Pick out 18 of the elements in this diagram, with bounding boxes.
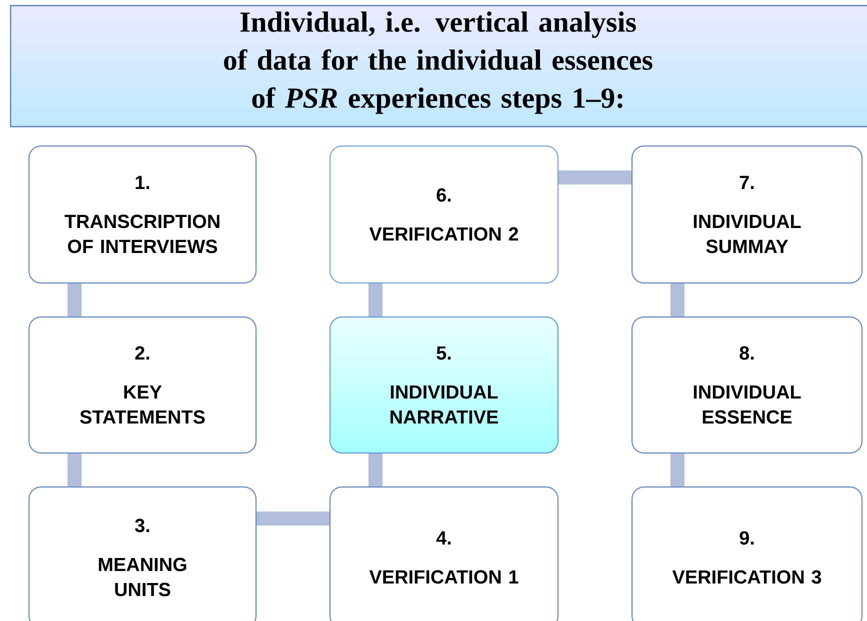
step-box: 5. INDIVIDUAL NARRATIVE <box>330 316 558 454</box>
connector-bar <box>68 284 82 316</box>
connector-bar <box>558 170 632 184</box>
connector-bar <box>670 284 684 316</box>
step-box: 6. VERIFICATION 2 <box>330 146 558 284</box>
step-box: 7. INDIVIDUAL SUMMAY <box>632 146 862 284</box>
connector-bar <box>256 512 330 526</box>
step-box: 4. VERIFICATION 1 <box>330 486 558 621</box>
connector-bar <box>368 284 382 316</box>
step-box: 1. TRANSCRIPTION OF INTERVIEWS <box>28 146 256 284</box>
connector-bar <box>670 454 684 486</box>
step-box: 3. MEANING UNITS <box>28 486 256 621</box>
connector-bar <box>68 454 82 486</box>
connector-bar <box>368 454 382 486</box>
step-box: 8. INDIVIDUAL ESSENCE <box>632 316 862 454</box>
step-box: 9. VERIFICATION 3 <box>632 486 862 621</box>
title-banner: Individual, i.e. vertical analysis of data for the individual essences of PSR experiences steps 1–9: <box>10 5 867 128</box>
step-box: 2. KEY STATEMENTS <box>28 316 256 454</box>
